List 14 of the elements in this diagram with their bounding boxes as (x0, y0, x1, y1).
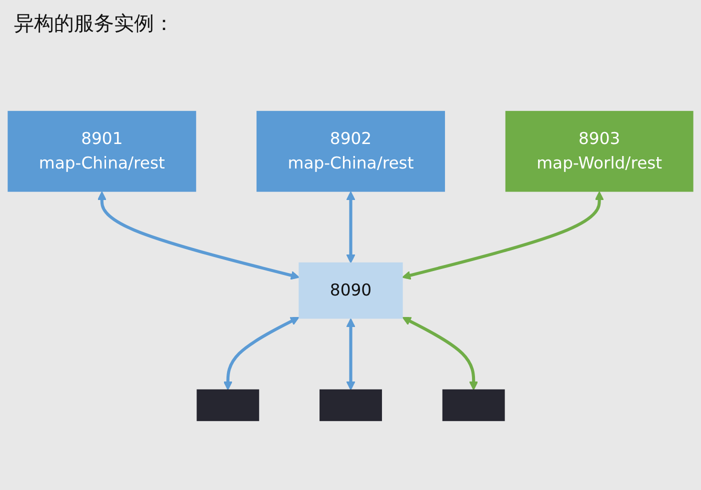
node-box: 8901 map-China/rest (8, 110, 196, 192)
arrow (346, 191, 356, 264)
title: 异构的服务实例： (14, 10, 174, 37)
node-box: 8902 map-China/rest (256, 110, 445, 192)
arrow (97, 191, 300, 280)
node-box: 8903 map-World/rest (505, 110, 694, 192)
arrow (402, 191, 604, 280)
arrow (402, 316, 478, 390)
node-computer (196, 389, 260, 422)
node-computer (320, 389, 382, 422)
node-box: 8090 (298, 262, 403, 319)
node-computer (442, 389, 505, 422)
arrow (223, 316, 300, 390)
arrow (346, 318, 356, 390)
